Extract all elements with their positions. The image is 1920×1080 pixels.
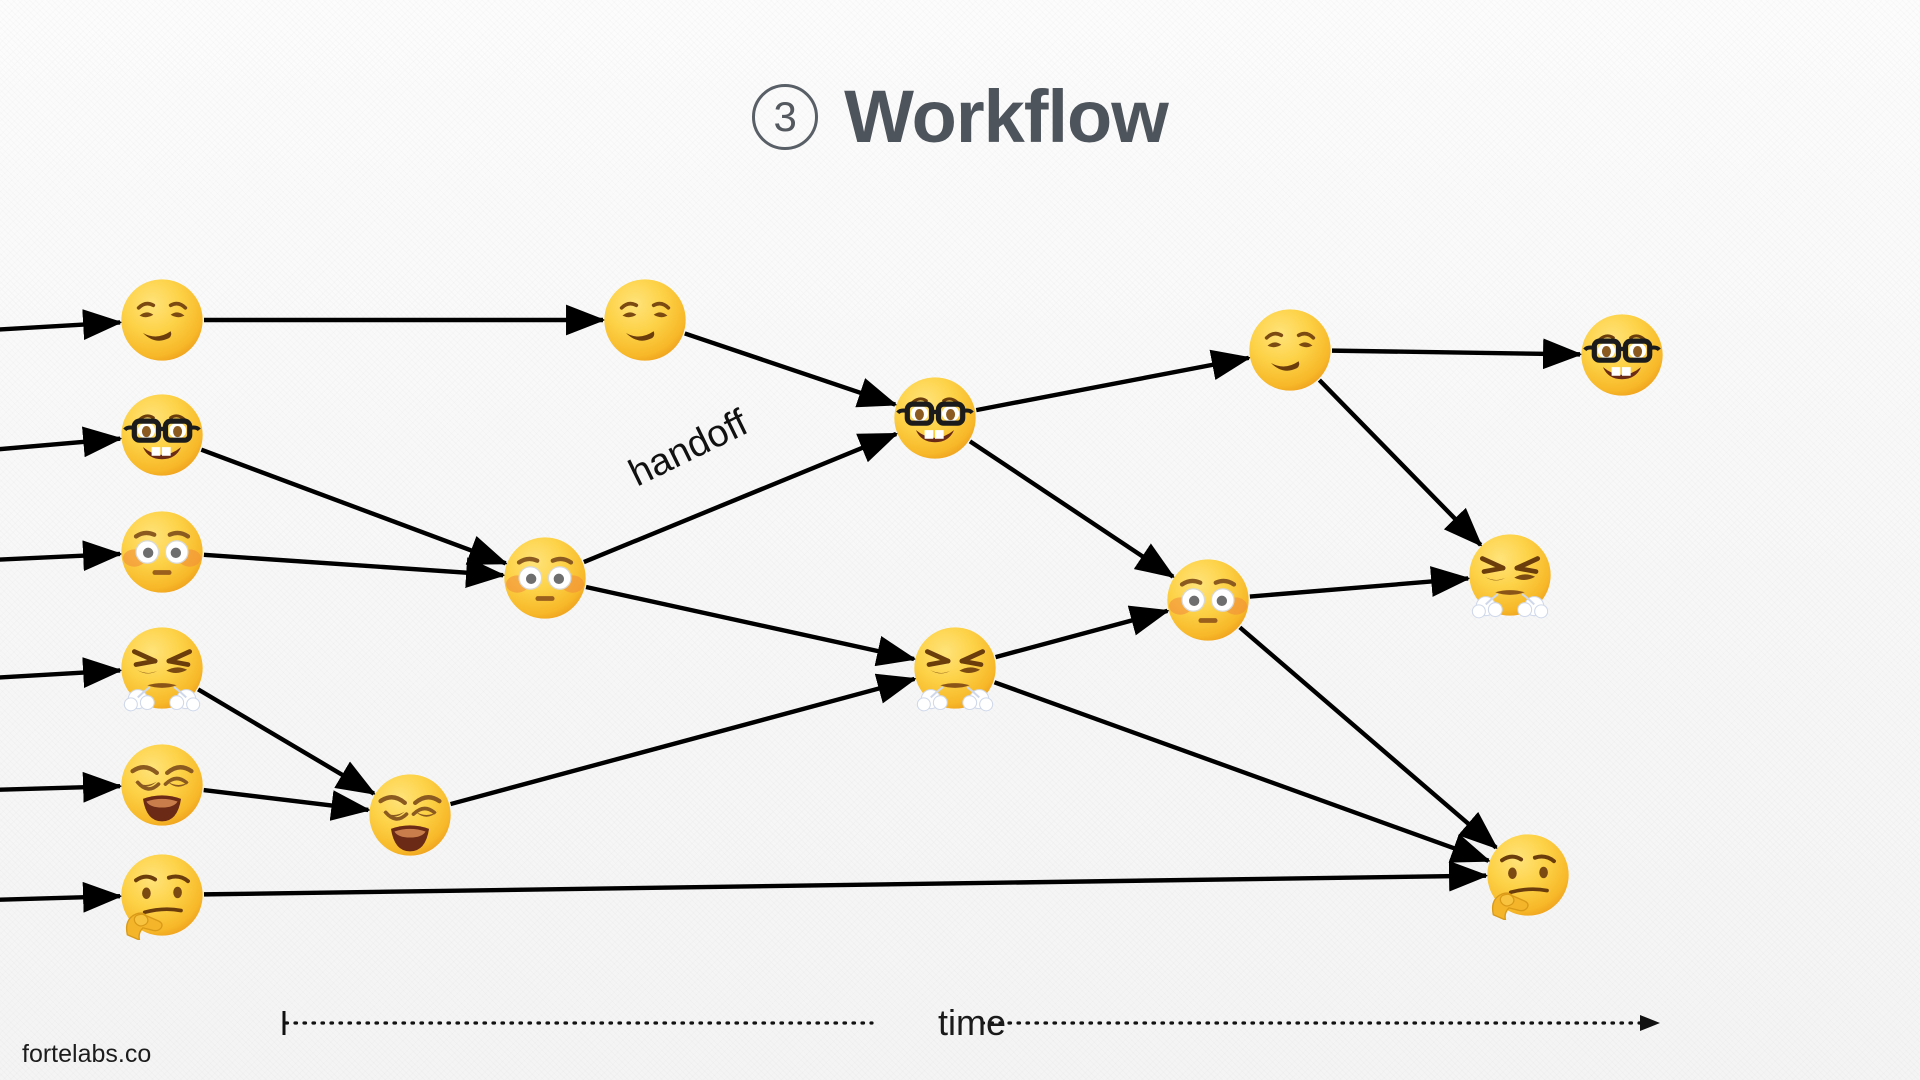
edge-layer (0, 304, 1583, 913)
workflow-entry-arrow-3 (0, 657, 123, 688)
footer-attribution: fortelabs.co (22, 1040, 152, 1068)
workflow-edge-n8-to-n10 (583, 431, 899, 565)
workflow-node-nerd-face[interactable] (117, 390, 207, 480)
workflow-edge-n3-to-n8 (203, 552, 506, 589)
workflow-edge-n7-to-n10 (684, 331, 898, 408)
workflow-edge-n10-to-n13 (968, 439, 1176, 579)
workflow-node-nerd-face[interactable] (890, 373, 980, 463)
workflow-node-thinking-face[interactable] (117, 850, 207, 940)
workflow-entry-arrow-1 (0, 426, 123, 458)
workflow-edge-n13-to-n16 (1238, 625, 1499, 850)
workflow-node-flushed-face[interactable] (117, 507, 207, 597)
workflow-edge-n11-to-n16 (993, 680, 1491, 863)
workflow-edge-n12-to-n14 (1331, 338, 1583, 370)
workflow-node-face-with-steam[interactable] (117, 623, 207, 713)
workflow-entry-arrow-5 (0, 881, 123, 913)
workflow-node-smirking-face[interactable] (1245, 305, 1335, 395)
workflow-node-smirking-face[interactable] (117, 275, 207, 365)
workflow-node-weary-face[interactable] (117, 740, 207, 830)
time-axis-label: time (937, 1002, 1007, 1043)
workflow-edge-n11-to-n13 (994, 605, 1170, 660)
workflow-edge-n4-to-n9 (197, 687, 377, 796)
workflow-edge-n5-to-n9 (203, 787, 371, 821)
workflow-edge-n10-to-n12 (975, 349, 1252, 413)
slide-title-block: 3 Workflow (0, 62, 1920, 172)
workflow-node-weary-face[interactable] (365, 770, 455, 860)
workflow-node-nerd-face[interactable] (1577, 310, 1667, 400)
workflow-node-thinking-face[interactable] (1483, 830, 1573, 920)
workflow-edge-n8-to-n11 (585, 584, 917, 667)
workflow-node-flushed-face[interactable] (1163, 555, 1253, 645)
time-axis (282, 1011, 1660, 1035)
workflow-entry-arrow-4 (0, 771, 123, 803)
workflow-node-face-with-steam[interactable] (910, 623, 1000, 713)
workflow-edge-n6-to-n16 (203, 860, 1489, 897)
page-title: Workflow (844, 75, 1169, 158)
workflow-edge-n9-to-n11 (449, 673, 917, 807)
workflow-node-smirking-face[interactable] (600, 275, 690, 365)
workflow-entry-arrow-2 (0, 540, 123, 572)
time-axis-labels: time (282, 1003, 1662, 1043)
workflow-edge-n2-to-n8 (200, 447, 509, 566)
workflow-edge-n13-to-n15 (1249, 566, 1471, 599)
workflow-entry-arrow-0 (0, 309, 123, 340)
workflow-node-face-with-steam[interactable] (1465, 530, 1555, 620)
step-number-badge: 3 (752, 84, 819, 150)
workflow-edge-n12-to-n15 (1317, 378, 1483, 547)
step-number-text: 3 (773, 93, 797, 140)
workflow-node-flushed-face[interactable] (500, 533, 590, 623)
